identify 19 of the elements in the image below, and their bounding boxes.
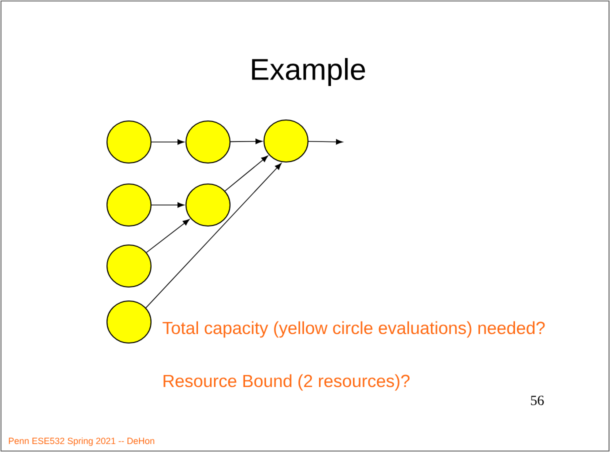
- arrow: [224, 156, 268, 192]
- arrow: [230, 138, 262, 144]
- arrow: [146, 163, 282, 308]
- circle-node: [106, 120, 152, 164]
- arrow: [151, 139, 184, 145]
- circle-node: [186, 120, 230, 164]
- arrow: [146, 219, 190, 253]
- circle-node: [106, 244, 152, 288]
- question-text: Resource Bound (2 resources)?: [164, 374, 410, 391]
- circle-node: [106, 184, 152, 226]
- arrow: [308, 139, 343, 145]
- arrow: [151, 202, 184, 208]
- footer-text: Penn ESE532 Spring 2021 -- DeHon: [8, 437, 154, 446]
- page-number: 56: [531, 396, 544, 406]
- circle-node: [106, 300, 152, 344]
- slide-title: Example: [252, 58, 366, 86]
- question-text: Total capacity (yellow circle evaluations) needed?: [162, 321, 545, 338]
- circle-node: [264, 120, 308, 162]
- circle-node: [186, 184, 230, 226]
